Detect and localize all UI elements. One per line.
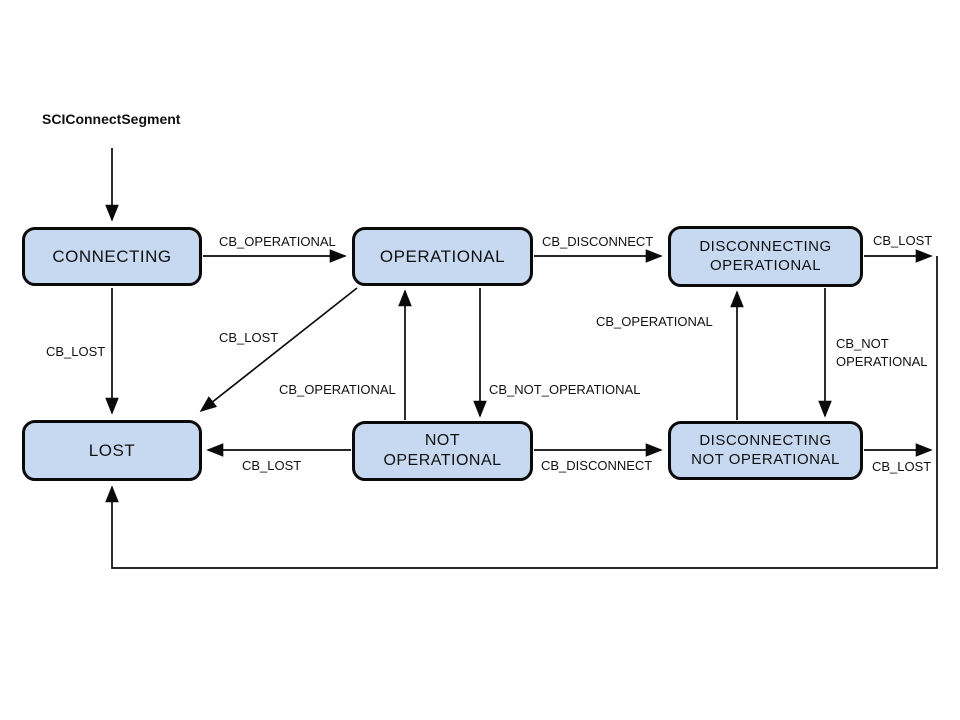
- state-disconnecting-operational: DISCONNECTING OPERATIONAL: [668, 226, 863, 287]
- state-label: LOST: [88, 440, 136, 460]
- state-label: OPERATIONAL: [379, 246, 506, 266]
- edge-label-line: OPERATIONAL: [836, 353, 928, 369]
- edge-not-operational-disconnecting-not-operational-label: CB_DISCONNECT: [541, 458, 653, 473]
- state-label: DISCONNECTING: [699, 237, 832, 255]
- edge-connecting-operational-label: CB_OPERATIONAL: [219, 234, 336, 249]
- state-lost: LOST: [22, 420, 202, 481]
- state-label: CONNECTING: [52, 246, 172, 266]
- edge-label-line: CB_NOT: [836, 336, 889, 351]
- edge-disconnecting-not-operational-disconnecting-operational-label: CB_OPERATIONAL: [596, 314, 713, 329]
- state-label: OPERATIONAL: [709, 256, 822, 274]
- edge-operational-lost-label: CB_LOST: [219, 330, 279, 345]
- edge-connecting-lost-label: CB_LOST: [46, 344, 106, 359]
- edge-not-operational-lost-label: CB_LOST: [242, 458, 302, 473]
- state-operational: OPERATIONAL: [352, 227, 533, 286]
- edge-operational-lost-arrow: [199, 287, 358, 413]
- state-label: OPERATIONAL: [383, 452, 502, 469]
- state-label: NOT OPERATIONAL: [691, 450, 840, 468]
- edge-not-operational-operational-label: CB_OPERATIONAL: [279, 382, 396, 397]
- edge-disconnecting-not-operational-lost-label: CB_LOST: [872, 459, 932, 474]
- edge-disconnecting-operational-disconnecting-not-operational-label: CB_NOT OPERATIONAL: [836, 335, 928, 370]
- state-not-operational: NOT OPERATIONAL: [352, 421, 533, 481]
- state-label: NOT: [424, 432, 461, 449]
- state-label: DISCONNECTING: [699, 431, 832, 449]
- edge-disconnecting-operational-lost-label: CB_LOST: [873, 233, 933, 248]
- state-connecting: CONNECTING: [22, 227, 202, 286]
- start-transition-label: SCIConnectSegment: [42, 111, 181, 127]
- edge-operational-disconnecting-operational-label: CB_DISCONNECT: [542, 234, 654, 249]
- state-disconnecting-not-operational: DISCONNECTING NOT OPERATIONAL: [668, 421, 863, 480]
- edge-operational-not-operational-label: CB_NOT_OPERATIONAL: [489, 382, 641, 397]
- loopback-to-lost-path: [105, 256, 938, 569]
